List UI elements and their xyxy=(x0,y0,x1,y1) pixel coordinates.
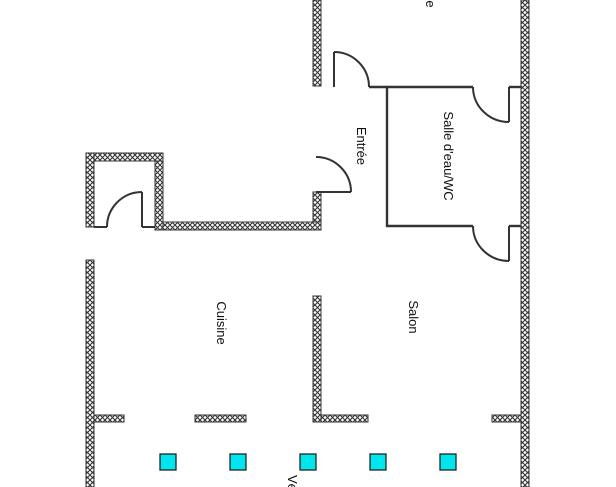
label-salle-eau: Salle d'eau/WC xyxy=(441,111,456,200)
bottom-wall-seg-4 xyxy=(491,414,522,423)
marker-2 xyxy=(229,453,247,471)
marker-5 xyxy=(439,453,457,471)
alcove-right-wall xyxy=(154,152,164,231)
label-top-fragment: e xyxy=(423,0,438,7)
left-exterior-wall-upper xyxy=(85,152,95,228)
door-bathroom-bottom xyxy=(472,225,510,262)
bathroom-outline xyxy=(385,85,473,228)
kitchen-salon-partition xyxy=(312,295,322,423)
bottom-wall-seg-2 xyxy=(194,414,247,423)
marker-3 xyxy=(299,453,317,471)
label-bottom-fragment: Vé xyxy=(285,475,300,487)
alcove-top-wall xyxy=(85,152,164,162)
room-labels: e Entrée Salle d'eau/WC Cuisine Salon Vé xyxy=(214,0,456,487)
door-alcove xyxy=(94,191,155,228)
corridor-left-wall-upper xyxy=(312,0,322,87)
exterior-walls xyxy=(85,0,530,487)
marker-1 xyxy=(159,453,177,471)
left-exterior-wall-lower xyxy=(85,259,95,487)
markers xyxy=(159,453,457,471)
door-entrance xyxy=(315,156,352,193)
door-upper-corridor xyxy=(333,51,370,88)
bottom-wall-seg-3 xyxy=(320,414,369,423)
label-cuisine: Cuisine xyxy=(214,301,229,344)
kitchen-top-wall xyxy=(154,221,322,231)
marker-4 xyxy=(369,453,387,471)
label-salon: Salon xyxy=(406,300,421,333)
right-exterior-wall xyxy=(520,0,530,487)
doors xyxy=(94,51,510,262)
label-entree: Entrée xyxy=(354,127,369,165)
bottom-wall-seg-1 xyxy=(93,414,125,423)
door-bathroom-top xyxy=(472,86,510,123)
bathroom-partitions xyxy=(369,85,521,228)
